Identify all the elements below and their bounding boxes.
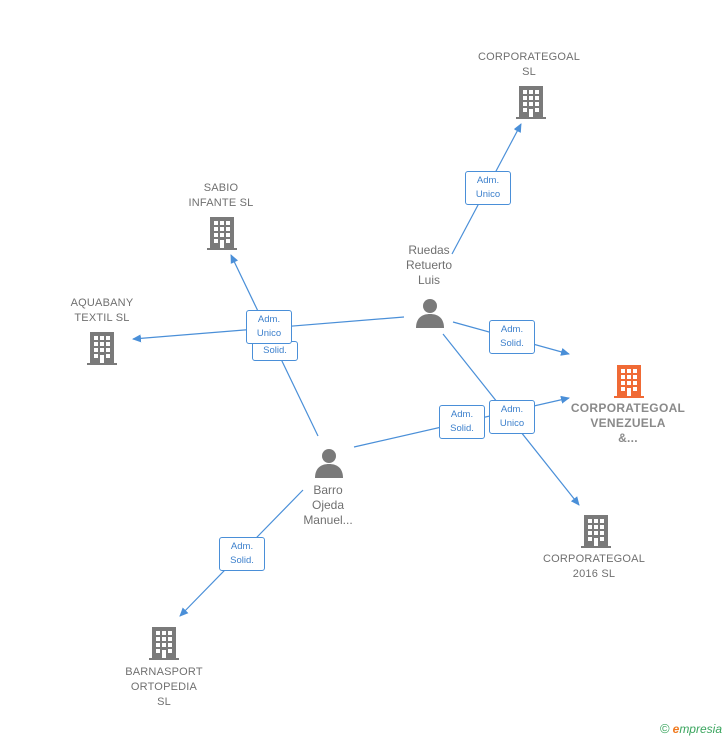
person-icon[interactable] (414, 298, 446, 328)
person-icon[interactable] (313, 448, 345, 478)
brand-initial: e (672, 722, 680, 736)
person-label: Barro Ojeda Manuel... (303, 483, 353, 527)
brand-name: mpresia (679, 722, 722, 736)
company-label: CORPORATEGOAL 2016 SL (542, 553, 646, 580)
person-node-ruedas[interactable]: Ruedas Retuerto Luis (390, 243, 468, 288)
company-node-barnasport[interactable]: BARNASPORT ORTOPEDIA SL (112, 665, 216, 710)
building-icon[interactable] (581, 513, 611, 549)
company-label: BARNASPORT ORTOPEDIA SL (125, 666, 203, 708)
company-node-aquabany[interactable]: AQUABANY TEXTIL SL (52, 296, 152, 326)
company-node-sabio-infante[interactable]: SABIO INFANTE SL (170, 181, 272, 211)
building-icon[interactable] (149, 625, 179, 661)
relation-badge-adm-solid[interactable]: Adm. Solid. (219, 537, 265, 571)
building-icon[interactable] (516, 84, 546, 120)
company-label: CORPORATEGOAL SL (477, 51, 581, 78)
relation-badge-adm-unico[interactable]: Adm. Unico (465, 171, 511, 205)
empresia-logo: ©empresia (660, 721, 722, 736)
main-company-label: CORPORATEGOAL VENEZUELA &... (570, 401, 686, 445)
building-icon-highlighted[interactable] (614, 363, 644, 399)
person-label: Ruedas Retuerto Luis (405, 243, 453, 287)
company-node-corporategoal-2016[interactable]: CORPORATEGOAL 2016 SL (534, 552, 654, 582)
person-node-barro[interactable]: Barro Ojeda Manuel... (288, 483, 368, 528)
company-label: SABIO INFANTE SL (188, 182, 254, 209)
relation-badge-adm-unico[interactable]: Adm. Unico (489, 400, 535, 434)
relation-badge-adm-solid[interactable]: Adm. Solid. (489, 320, 535, 354)
relation-badge-adm-unico[interactable]: Adm. Unico (246, 310, 292, 344)
relation-badge-solid[interactable]: Solid. (252, 341, 298, 361)
building-icon[interactable] (87, 330, 117, 366)
company-label: AQUABANY TEXTIL SL (70, 297, 134, 324)
copyright-symbol: © (660, 721, 670, 736)
building-icon[interactable] (207, 215, 237, 251)
relation-badge-adm-solid[interactable]: Adm. Solid. (439, 405, 485, 439)
company-node-corporategoal-sl[interactable]: CORPORATEGOAL SL (468, 50, 590, 80)
company-node-corporategoal-venezuela[interactable]: CORPORATEGOAL VENEZUELA &... (562, 401, 694, 446)
